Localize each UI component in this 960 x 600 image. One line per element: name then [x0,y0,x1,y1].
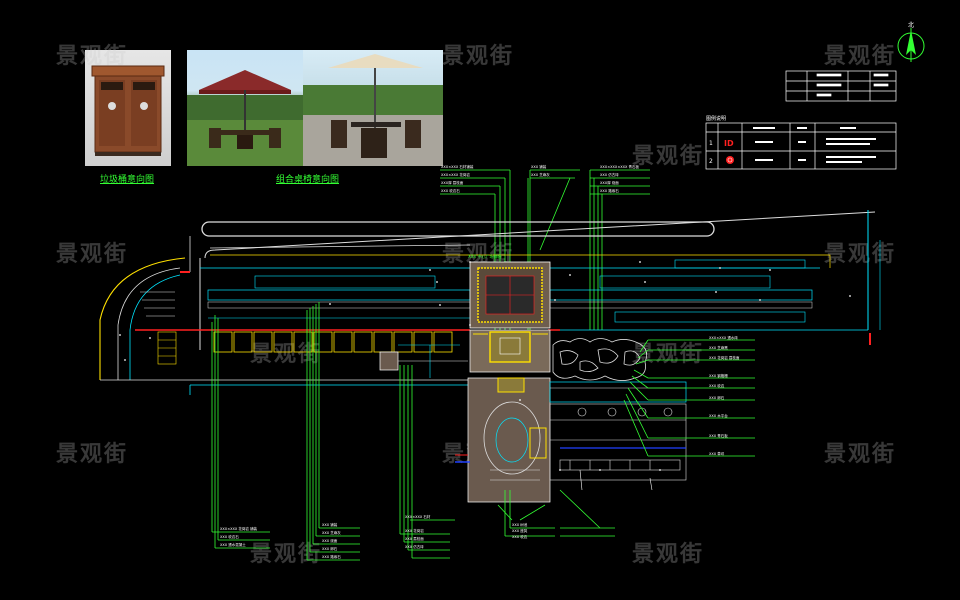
callout-text: XXX 芝麻灰 [322,530,341,535]
callout-text: XXX 芝麻黑 [709,345,728,350]
legend-title: 图例说明 [706,115,726,122]
callout-text: XXX厚 荔枝面 [441,180,464,185]
callout-text: XXX 荔枝面 [405,536,424,541]
center-note: XXX 中心广场铺装 [468,253,502,259]
umbrella-photo-1 [187,50,303,166]
trash-bin-caption: 垃圾桶意向图 [100,175,155,185]
callout-text: XXX 树池 [512,522,528,527]
watermark-7: 景观街 [824,242,897,267]
rock-garden [549,338,687,403]
light-fixture-icon [726,156,734,164]
callout-text: XXX 烧面 [322,538,338,543]
info-table [785,70,897,102]
callout-text: XXX 路缘石 [600,188,619,193]
watermark-12: 景观街 [824,442,897,467]
watermark-4: 景观街 [632,144,705,169]
bottom-callout-text: XXX×XXX 花岗岩 铺装 XXX 收边石 XXX 透水混凝土 XXX 铺装 XXX … [220,514,528,559]
legend-row1-index: 1 [709,140,713,147]
central-plaza: XXX 中心广场铺装 [468,253,551,373]
watermark-2: 景观街 [442,44,515,69]
north-arrow-icon: 北 [897,21,925,62]
callout-text: XXX厚 烧面 [600,180,619,185]
callout-text: XXX 路缘石 [322,554,341,559]
callout-text: XXX 卵石 [322,546,338,551]
callout-text: XXX 芝麻灰 [531,172,550,177]
umbrella-photo-2 [303,50,443,166]
callout-text: XXX 收边石 [220,534,239,539]
left-stair [140,291,177,365]
callout-text: XXX 青石板 [709,433,728,438]
callout-text: XXX×XXX 透水砖 [709,335,738,340]
watermark-5: 景观街 [56,242,129,267]
legend-row1-symbol: ID [724,139,734,148]
watermark-1: 景观街 [56,44,129,69]
watermark-8: 景观街 [250,342,323,367]
watermark-10: 景观街 [56,442,129,467]
callout-text: XXX 座凳 [512,528,528,533]
callout-text: XXX×XXX 石材铺装 [441,164,474,169]
callout-text: XXX 钢格栅 [709,373,728,378]
site-boundary-lines [99,210,881,395]
callout-text: XXX 铺装 [531,164,547,169]
parking-stalls [213,331,453,353]
callout-text: XXX 收边石 [441,188,460,193]
legend-row2-index: 2 [709,158,713,165]
umbrella-caption: 组合桌椅意向图 [276,175,340,185]
watermark-14: 景观街 [632,542,705,567]
right-leader-lines [623,339,755,457]
watermark-3: 景观街 [824,44,897,69]
bottom-leader-lines [211,302,615,561]
top-mid-callout-text: XXX 铺装 XXX 芝麻灰 [531,164,550,177]
callout-text: XXX 收边 [709,383,725,388]
callout-text: XXX 仿古砖 [600,172,619,177]
patio-set-icon [303,54,443,166]
callout-text: XXX 铺装 [322,522,338,527]
north-label: 北 [908,21,914,29]
callout-text: XXX×XXX 花岗岩 铺装 [220,526,258,531]
legend-table: 图例说明 1 ID 2 [705,115,897,170]
callout-text: XXX 木平台 [709,413,728,418]
trash-bin-icon [91,65,165,156]
trash-bin-photo [85,50,171,166]
callout-text: XXX 花岗岩 荔枝面 [709,355,740,360]
callout-text: XXX 花岗岩 [405,528,424,533]
umbrella-table-icon [187,70,303,166]
lower-plaza [379,344,551,503]
callout-text: XXX×XXX×XXX 青石板 [600,164,640,169]
top-right-callout-text: XXX×XXX×XXX 青石板 XXX 仿古砖 XXX厚 烧面 XXX 路缘石 [600,164,640,193]
callout-text: XXX 收边 [512,534,528,539]
callout-text: XXX×XXX 花岗岩 [441,172,470,177]
callout-text: XXX 草坪 [709,451,725,456]
east-structure [549,403,687,491]
site-point-markers [119,261,851,471]
right-callout-text: XXX×XXX 透水砖 XXX 芝麻黑 XXX 花岗岩 荔枝面 XXX 钢格栅 XXX … [709,335,740,456]
callout-text: XXX 透水混凝土 [220,542,246,547]
callout-text: XXX 仿古砖 [405,544,424,549]
watermark-13: 景观街 [250,542,323,567]
top-left-callout-text: XXX×XXX 石材铺装 XXX×XXX 花岗岩 XXX厚 荔枝面 XXX 收边石 [441,164,474,193]
callout-text: XXX 卵石 [709,395,725,400]
callout-text: XXX×XXX 石材 [405,514,431,519]
